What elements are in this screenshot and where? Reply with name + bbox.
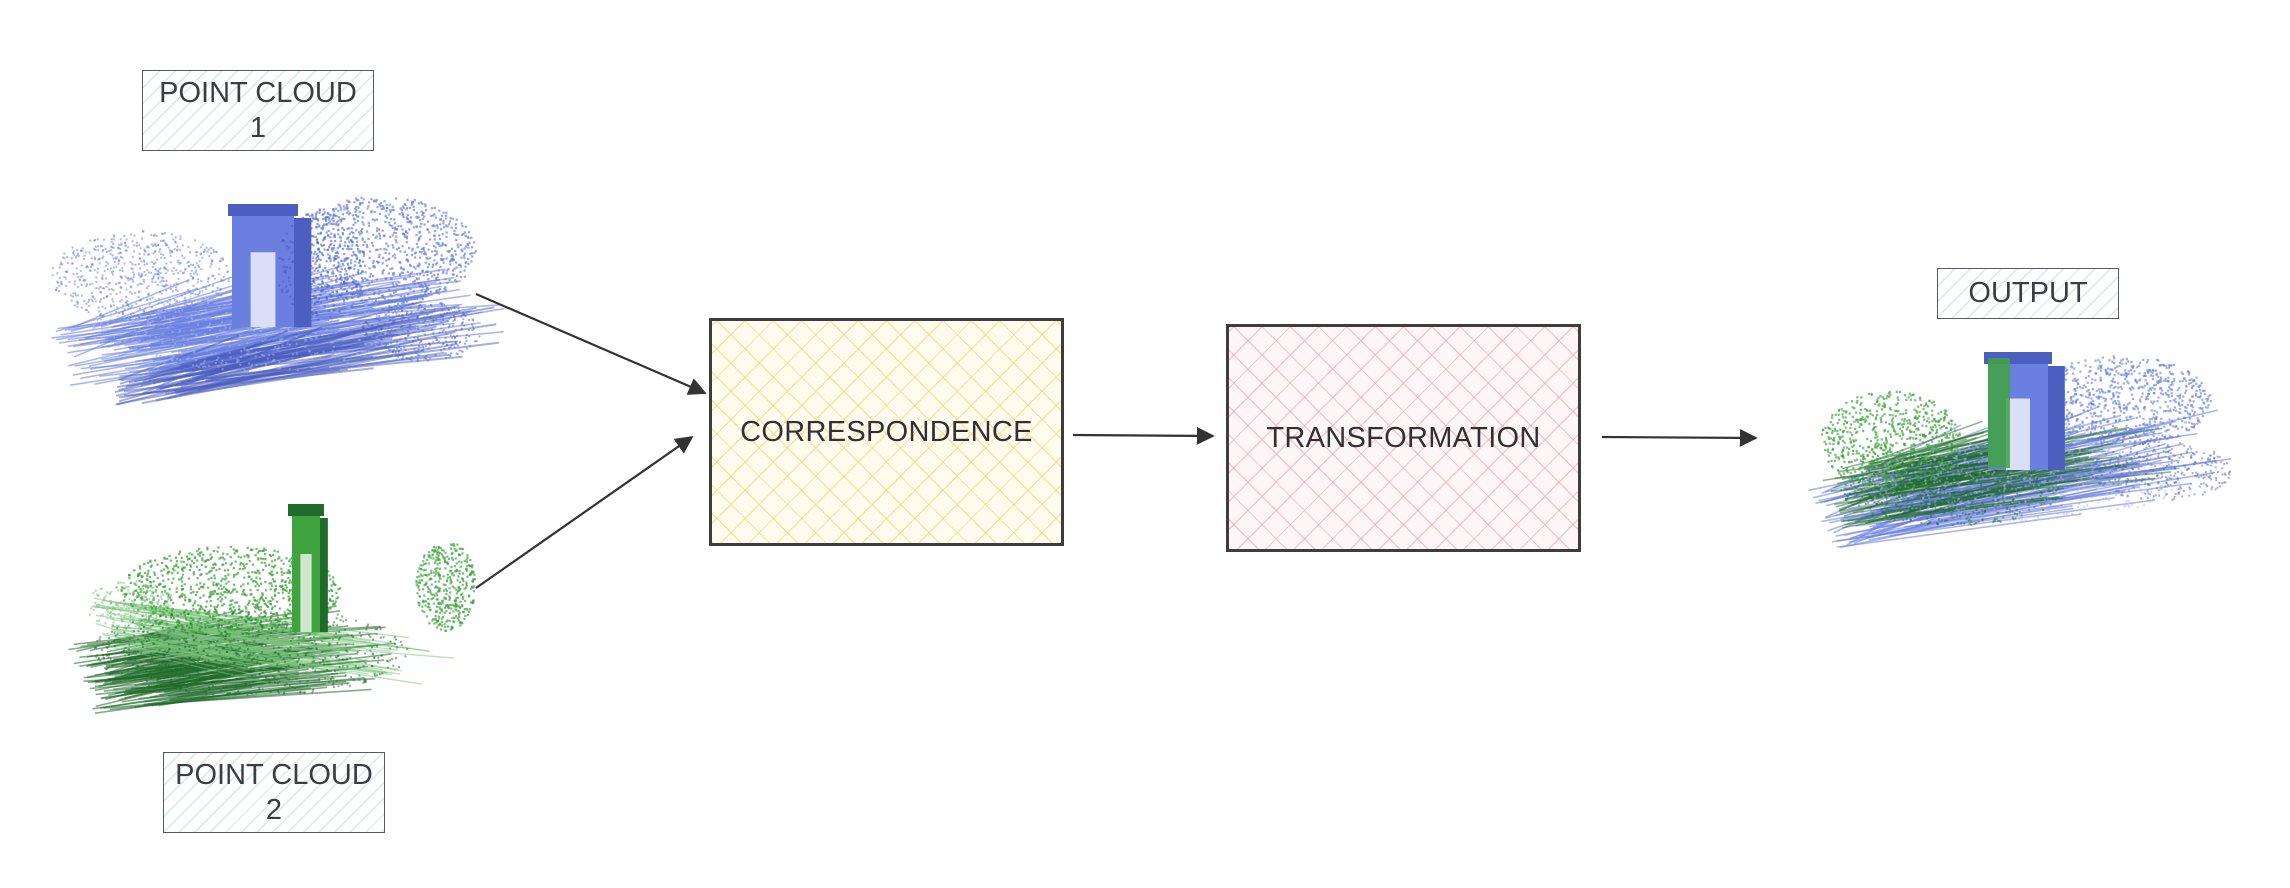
point-cloud-1-image — [51, 196, 504, 406]
transformation-box: TRANSFORMATION — [1226, 324, 1581, 552]
point-cloud-1-label-line1: POINT CLOUD — [159, 76, 357, 109]
correspondence-label: CORRESPONDENCE — [740, 415, 1033, 448]
output-point-cloud-image — [1808, 352, 2232, 549]
output-label: OUTPUT — [1937, 268, 2119, 319]
correspondence-box: CORRESPONDENCE — [709, 318, 1064, 546]
point-cloud-1-label: POINT CLOUD 1 — [142, 70, 374, 151]
arrow-cloud1-to-correspondence — [475, 292, 707, 395]
point-cloud-2-label: POINT CLOUD 2 — [163, 752, 385, 833]
point-cloud-2-label-line1: POINT CLOUD — [175, 758, 373, 791]
arrow-cloud2-to-correspondence — [475, 435, 694, 589]
point-cloud-2-label-line2: 2 — [265, 793, 283, 826]
arrow-transformation-to-output — [1601, 428, 1758, 447]
output-label-text: OUTPUT — [1968, 277, 2088, 309]
point-cloud-2-image — [68, 504, 477, 714]
transformation-label: TRANSFORMATION — [1266, 421, 1541, 454]
point-cloud-1-label-line2: 1 — [249, 111, 267, 144]
arrow-correspondence-to-transformation — [1072, 426, 1215, 445]
